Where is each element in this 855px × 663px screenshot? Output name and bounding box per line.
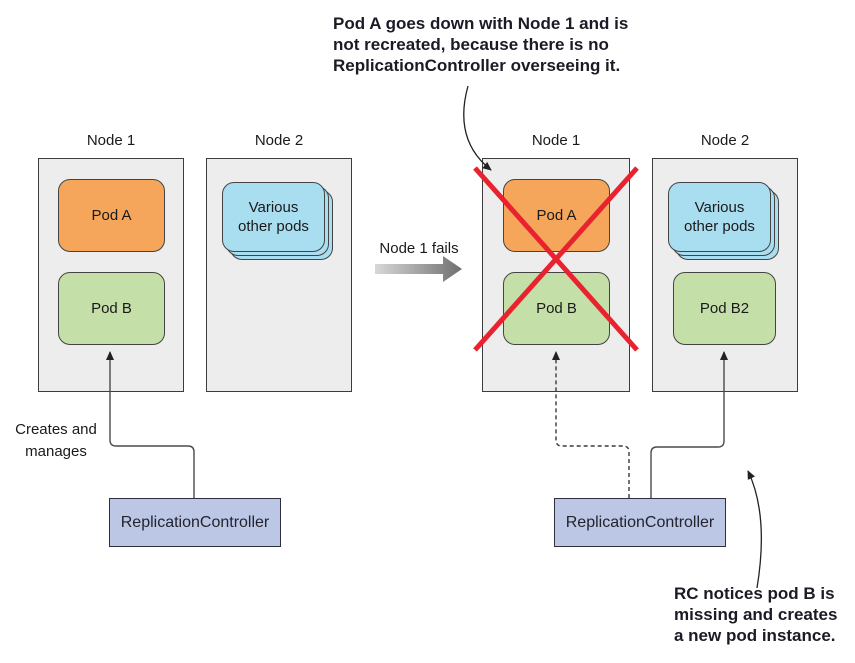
- stack-card-front: Various other pods: [668, 182, 771, 252]
- before-pod-b: Pod B: [58, 272, 165, 345]
- after-node2-box: Various other pods Pod B2: [652, 158, 798, 392]
- stack-card-front: Various other pods: [222, 182, 325, 252]
- before-pod-stack: Various other pods: [222, 182, 333, 260]
- before-pod-a: Pod A: [58, 179, 165, 252]
- before-node1-box: Pod A Pod B: [38, 158, 184, 392]
- rc-notices-annotation: RC notices pod B is missing and creates …: [674, 584, 838, 645]
- node1-fails-arrow: [375, 256, 462, 282]
- after-pod-b: Pod B: [503, 272, 610, 345]
- before-node1-title: Node 1: [86, 132, 136, 149]
- after-node1-title: Node 1: [531, 132, 581, 149]
- before-node2-title: Node 2: [254, 132, 304, 149]
- after-pod-a: Pod A: [503, 179, 610, 252]
- rc-notices-annotation-arrow: [747, 470, 763, 589]
- top-annotation: Pod A goes down with Node 1 and is not r…: [333, 14, 629, 75]
- before-node2-box: Various other pods: [206, 158, 352, 392]
- node1-fails-label: Node 1 fails: [379, 240, 459, 257]
- after-pod-b2: Pod B2: [673, 272, 776, 345]
- after-replication-controller-box: ReplicationController: [554, 498, 726, 547]
- after-node2-title: Node 2: [700, 132, 750, 149]
- before-replication-controller-box: ReplicationController: [109, 498, 281, 547]
- after-pod-stack: Various other pods: [668, 182, 779, 260]
- after-node1-box: Pod A Pod B: [482, 158, 630, 392]
- creates-and-manages-label: Creates and manages: [15, 421, 97, 460]
